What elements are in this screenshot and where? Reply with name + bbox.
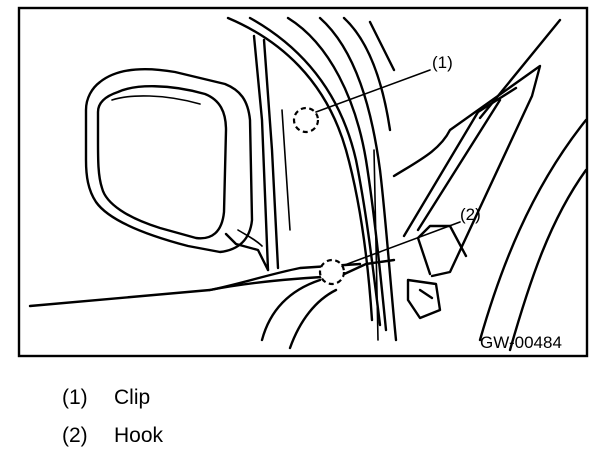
side-mirror [84, 68, 270, 272]
window-corner [368, 18, 588, 352]
figure-frame [17, 6, 589, 358]
illustration-figure: (1) (2) GW-00484 [17, 6, 589, 358]
legend-label: Hook [114, 424, 164, 447]
legend-label: Clip [114, 386, 151, 409]
figure-id: GW-00484 [480, 333, 562, 352]
clip-marker [292, 69, 431, 134]
legend-item-hook: (2) Hook [62, 424, 462, 462]
legend: (1) Clip (2) Hook [62, 386, 462, 462]
callout-hook-number: (2) [460, 205, 481, 224]
legend-number: (2) [62, 424, 88, 447]
hook-marker [318, 221, 461, 286]
callout-clip-number: (1) [432, 53, 453, 72]
legend-item-clip: (1) Clip [62, 386, 462, 424]
legend-number: (1) [62, 386, 88, 409]
door-pillar [226, 16, 398, 342]
